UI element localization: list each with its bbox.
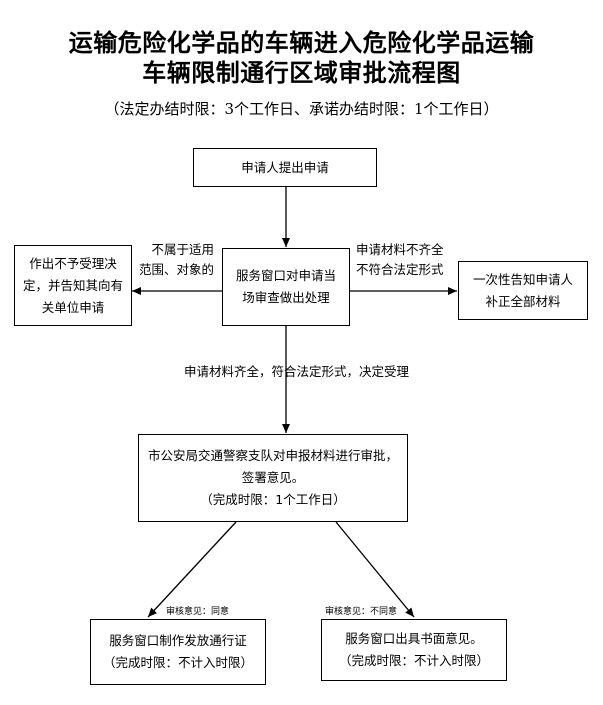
edge-label-complete: 申请材料齐全，符合法定形式，决定受理 <box>184 364 410 379</box>
edge-label-line: 不符合法定形式 <box>356 262 444 277</box>
edge-label-line: 不属于适用 <box>151 242 215 257</box>
edge-label-not-applicable: 不属于适用 范围、对象的 <box>139 240 214 280</box>
node-opinion-line: （完成时限：不计入时限） <box>338 653 489 668</box>
node-police-line: 签署意见。 <box>241 470 305 485</box>
diagram-title-line-2: 车辆限制通行区域审批流程图 <box>142 59 461 87</box>
node-apply: 申请人提出申请 <box>193 148 377 187</box>
node-review-line: 服务窗口对申请当 <box>235 268 336 283</box>
node-reject-line: 定，并告知其向有 <box>22 277 123 293</box>
node-issue-permit: 服务窗口制作发放通行证 （完成时限：不计入时限） <box>90 619 266 685</box>
node-issue-line: （完成时限：不计入时限） <box>102 655 253 670</box>
node-opinion-line: 服务窗口出具书面意见。 <box>345 631 483 646</box>
time-limit-subtitle: （法定办结时限：3个工作日、承诺办结时限：1个工作日） <box>104 100 499 118</box>
node-reject-line: 关单位申请 <box>41 299 105 315</box>
node-police-line: 市公安局交通警察支队对申报材料进行审批， <box>147 448 398 463</box>
edge-label-agree: 审核意见：同意 <box>166 607 230 617</box>
node-apply-text: 申请人提出申请 <box>241 159 329 175</box>
edge-label-incomplete: 申请材料不齐全 不符合法定形式 <box>356 240 444 280</box>
node-notify-line: 一次性告知申请人 <box>472 271 573 287</box>
node-reject: 作出不予受理决 定，并告知其向有 关单位申请 <box>14 245 132 326</box>
node-issue-line: 服务窗口制作发放通行证 <box>109 633 247 648</box>
node-review-line: 场审查做出处理 <box>242 290 330 305</box>
edge-label-line: 申请材料不齐全 <box>356 242 444 257</box>
node-police-review: 市公安局交通警察支队对申报材料进行审批， 签署意见。 （完成时限：1个工作日） <box>138 434 408 522</box>
diagram-title-line-1: 运输危险化学品的车辆进入危险化学品运输 <box>68 29 535 57</box>
edge-label-line: 范围、对象的 <box>139 262 215 277</box>
node-review: 服务窗口对申请当 场审查做出处理 <box>222 248 350 326</box>
node-police-line: （完成时限：1个工作日） <box>200 492 346 507</box>
node-reject-line: 作出不予受理决 <box>29 255 117 271</box>
node-written-opinion: 服务窗口出具书面意见。 （完成时限：不计入时限） <box>321 619 507 681</box>
edge-label-disagree: 审核意见：不同意 <box>325 607 398 617</box>
node-notify: 一次性告知申请人 补正全部材料 <box>458 261 588 320</box>
node-notify-line: 补正全部材料 <box>485 293 561 309</box>
arrow-police-to-opinion <box>335 521 415 618</box>
arrow-police-to-issue <box>147 521 237 618</box>
